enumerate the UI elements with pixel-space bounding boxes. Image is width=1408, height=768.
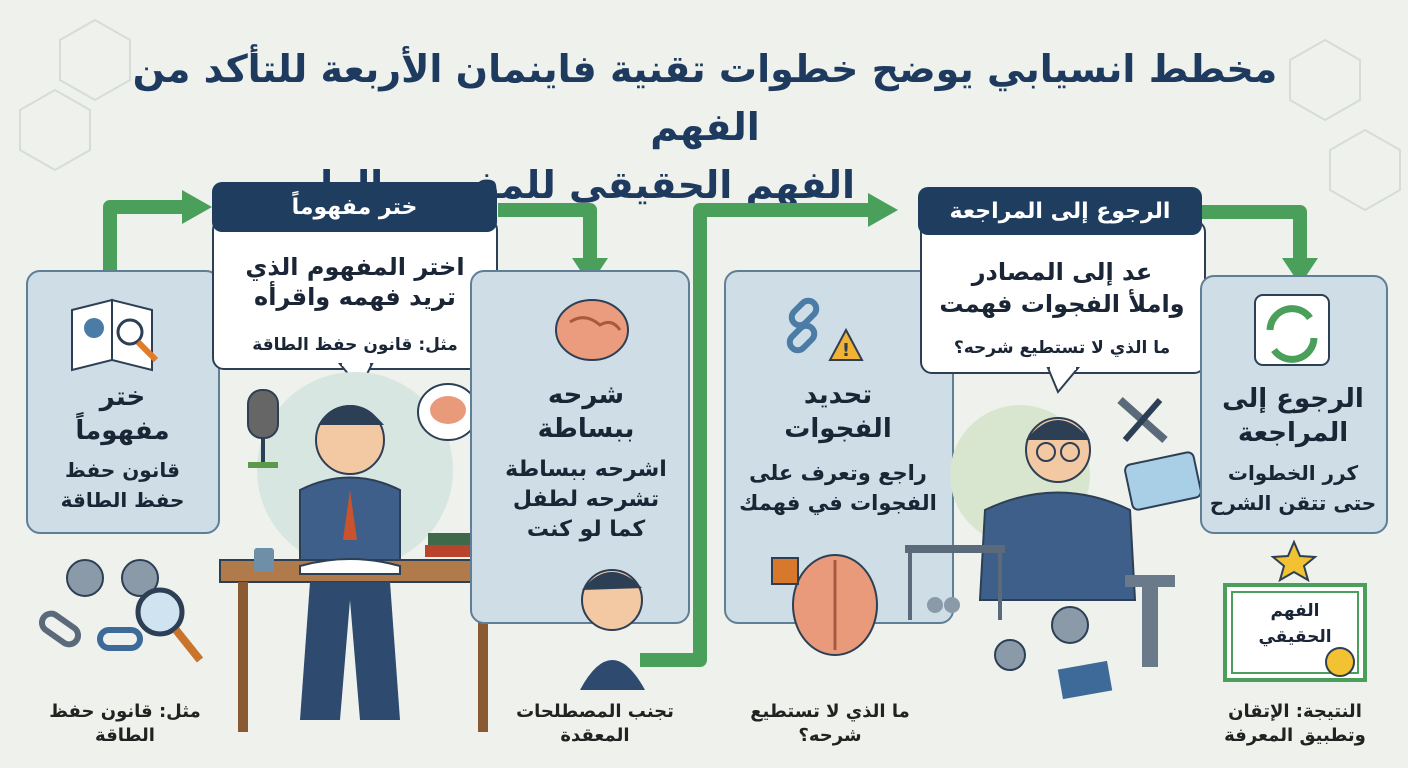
step-3-title: تحديد الفجوات <box>784 380 892 444</box>
arrow-4 <box>1200 205 1307 262</box>
step-2-title: شرحه ببساطة <box>537 380 635 444</box>
arrow-3 <box>640 203 870 667</box>
step-4-desc: كرر الخطوات حتى تتقن الشرح <box>1209 461 1377 515</box>
bubble-2-question: ما الذي لا تستطيع شرحه؟ <box>953 338 1171 358</box>
star-icon <box>1270 539 1318 583</box>
step-1-panel <box>26 270 220 534</box>
chain-icon <box>38 610 143 651</box>
wrench-icon <box>1117 397 1168 443</box>
caption-2: تجنب المصطلحات المعقدة <box>516 701 674 746</box>
page-title: مخطط انسيابي يوضح خطوات تقنية فاينمان ال… <box>120 40 1290 214</box>
bubble-2 <box>920 220 1206 374</box>
step-3-desc: راجع وتعرف على الفجوات في فهمك <box>739 461 937 515</box>
bubble-2-header: الرجوع إلى المراجعة <box>918 187 1202 235</box>
step-1-desc: قانون حفظ حفظ الطاقة <box>60 458 185 512</box>
arrow-2 <box>498 203 597 262</box>
step-2-desc: اشرحه ببساطة تشرحه لطفل كما لو كنت <box>505 457 667 542</box>
step-1-title: ختر مفهوماً <box>75 382 170 446</box>
gears-icon <box>66 559 159 597</box>
step-4-title: الرجوع إلى المراجعة <box>1222 384 1364 448</box>
caption-4: النتيجة: الإتقان وتطبيق المعرفة <box>1224 701 1366 746</box>
caption-1: مثل: قانون حفظ الطاقة <box>49 701 201 746</box>
bubble-1-text: اختر المفهوم الذي تريد فهمه واقرأه <box>245 253 465 311</box>
bubble-2-text: عد إلى المصادر واملأ الفجوات فهمت <box>939 258 1185 318</box>
bubble-1-example: مثل: قانون حفظ الطاقة <box>252 335 458 355</box>
title-line-1: مخطط انسيابي يوضح خطوات تقنية فاينمان ال… <box>132 47 1278 149</box>
bubble-1-header: ختر مفهوماً <box>212 182 497 232</box>
svg-text:!: ! <box>842 340 850 361</box>
caption-3: ما الذي لا تستطيع شرحه؟ <box>750 701 910 746</box>
certificate-text: الفهم الحقيقي <box>1258 601 1332 647</box>
medal-icon <box>1325 647 1355 677</box>
arrow-1 <box>103 200 185 272</box>
magnifier-icon <box>135 587 204 663</box>
